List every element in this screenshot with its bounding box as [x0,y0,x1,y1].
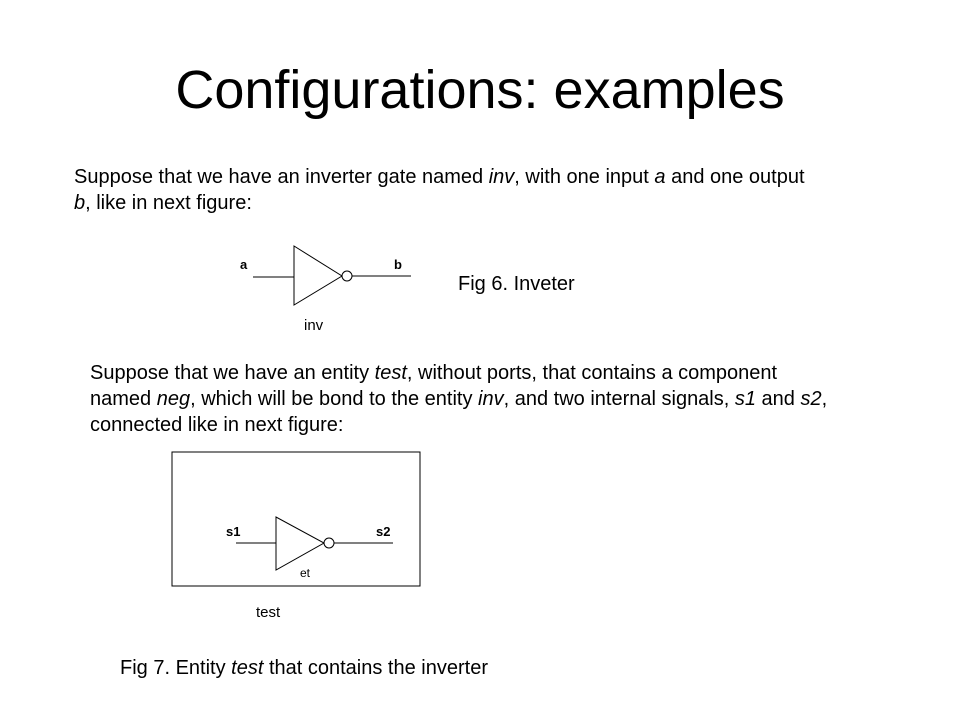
para2-s1: s1 [734,388,756,410]
fig6-caption: Fig 6. Inveter [458,273,575,295]
fig7-inverter-bubble [323,537,335,549]
fig7-inverter-triangle [275,516,326,571]
para2-s2: s2 [800,388,822,410]
fig7-signal-s1: s1 [226,524,241,539]
fig7-caption-pre: Fig 7. Entity [120,657,232,679]
fig6-input-label: a [240,257,248,272]
para1-text-3: and one output [665,166,805,188]
fig7-gate-name: et [300,566,311,580]
fig6-output-label: b [394,257,402,272]
para2-text-3: , which will be bond to the entity [190,388,479,410]
fig7-caption-post: that contains the inverter [263,657,488,679]
para1-text-4: , like in next figure: [85,192,252,214]
para2-text-6: , connected like in next figure: [90,388,828,436]
entity-paragraph: Suppose that we have an entity test, wit… [90,360,830,438]
fig7-entity-name: test [256,604,281,621]
fig7-signal-s2: s2 [376,524,391,539]
para2-neg: neg [156,388,191,410]
para2-text-4: , and two internal signals, [503,388,735,410]
fig6-gate-name: inv [304,317,324,334]
fig7-caption-test: test [231,657,264,679]
para1-inv: inv [488,166,515,188]
para2-text-2: , without ports, that contains a compone… [90,362,778,410]
para2-test: test [374,362,407,384]
fig7-entity-box [171,451,421,587]
fig6-inverter-triangle [293,245,343,306]
fig7-caption: Fig 7. Entity test that contains the inv… [120,656,488,680]
para1-text-1: Suppose that we have an inverter gate na… [74,166,489,188]
para1-text-2: , with one input [514,166,655,188]
para2-text-1: Suppose that we have an entity [90,362,375,384]
para1-a: a [654,166,666,188]
para2-inv: inv [478,388,504,410]
intro-paragraph: Suppose that we have an inverter gate na… [74,164,814,216]
para2-text-5: and [756,388,801,410]
para1-b: b [74,192,86,214]
slide-title: Configurations: examples [175,60,785,120]
